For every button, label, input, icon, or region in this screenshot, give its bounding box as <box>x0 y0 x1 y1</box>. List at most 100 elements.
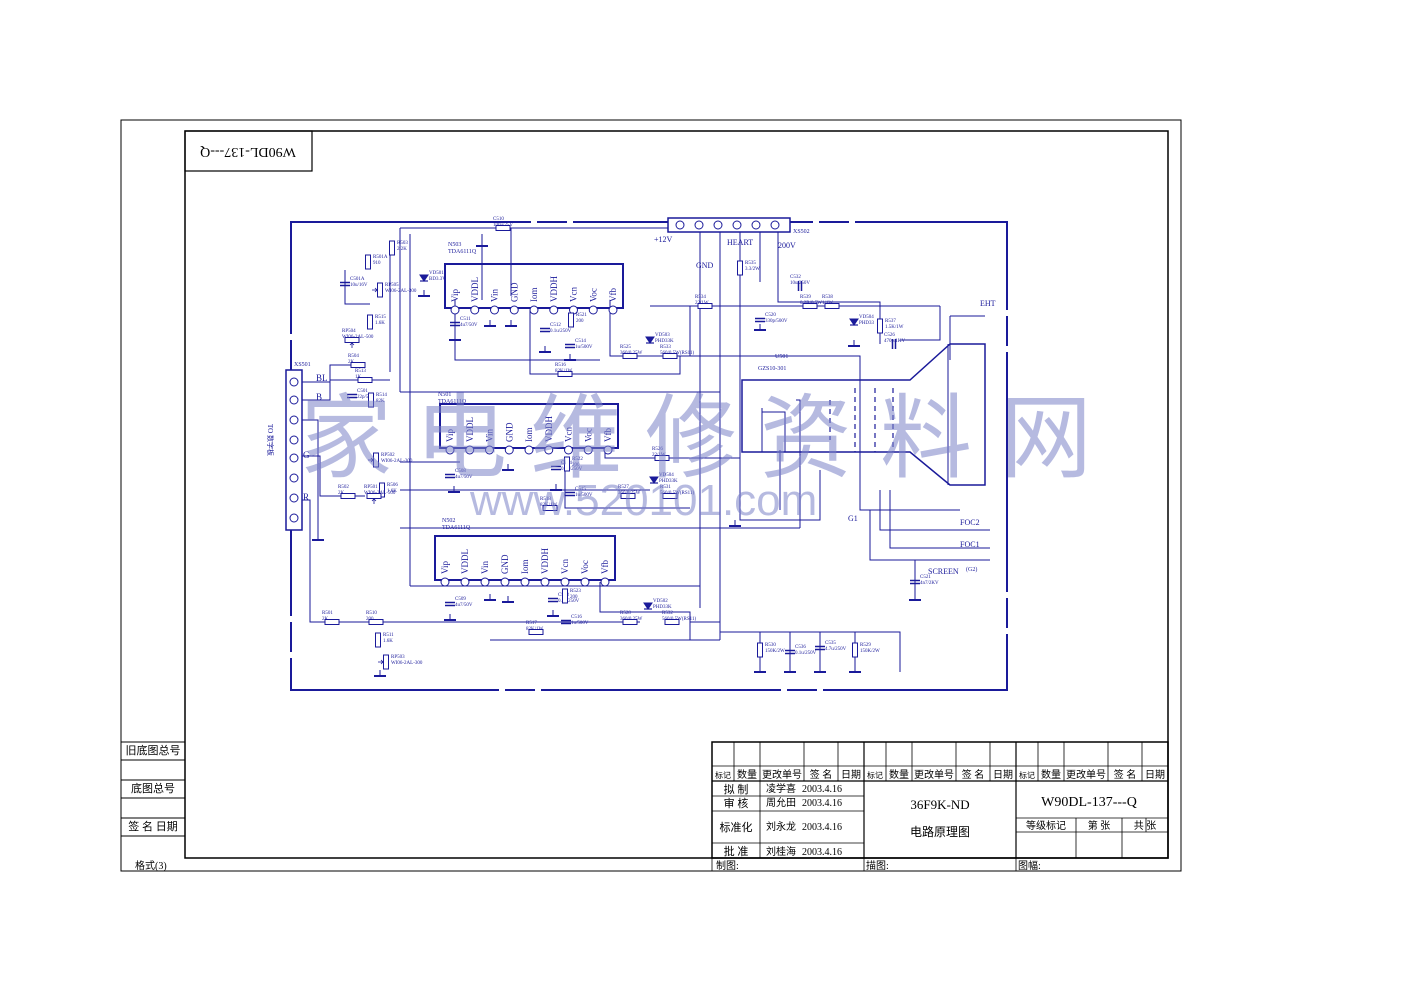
crt-screen: SCREEN <box>928 567 959 576</box>
component-value: PHD33K <box>653 605 672 610</box>
date-standard: 2003.4.16 <box>802 822 842 833</box>
component-ref: RP503 <box>391 655 405 660</box>
component-value: WI06-2AL-300 <box>385 289 417 294</box>
component-value: 1u/500V <box>571 621 589 626</box>
ground-symbols <box>312 240 921 677</box>
resistor <box>495 225 511 231</box>
title-block-header: 数量 <box>889 768 909 781</box>
component-value: 4u7/50V <box>455 475 473 480</box>
component-value: 4u7/50V <box>460 323 478 328</box>
ic-pin <box>485 445 494 455</box>
date-approve: 2003.4.16 <box>802 847 842 858</box>
resistor <box>662 493 678 499</box>
component-ref: C536 <box>795 645 806 650</box>
title-block-header: 数量 <box>1041 768 1061 781</box>
watermark-char-6: 料 <box>880 385 972 492</box>
component-ref: R511 <box>383 633 394 638</box>
component-value: 330p/500V <box>765 319 788 324</box>
ic-pin <box>500 577 510 587</box>
resistor <box>562 588 568 604</box>
resistor <box>368 392 374 408</box>
title-block-header: 更改单号 <box>914 768 954 781</box>
connector-xs501 <box>285 369 303 531</box>
wiring <box>302 227 990 672</box>
old-total-label: 旧底图总号 <box>126 743 181 757</box>
component-value: 0.1u/250V <box>561 467 583 472</box>
component-ref: RP502 <box>381 453 395 458</box>
component-ref: R535 <box>745 261 756 266</box>
resistor <box>568 312 574 328</box>
component-ref: C521 <box>920 575 931 580</box>
crt-foc2: FOC2 <box>960 518 980 527</box>
component-value: 150K/2W <box>765 649 785 654</box>
component-value: 10u/250V <box>790 281 810 286</box>
ic-pin <box>580 577 590 587</box>
component-value: 2.2K <box>397 247 407 252</box>
potentiometer-wiper <box>371 498 377 504</box>
title-block-header: 更改单号 <box>1066 768 1106 781</box>
crt-g1: G1 <box>848 514 858 523</box>
component-value: 200 <box>366 617 374 622</box>
component-value: 1.6K <box>387 489 397 494</box>
component-ref: C501 <box>357 389 368 394</box>
xs501-label: TO 数字板 <box>266 424 275 456</box>
ic-pin <box>460 577 470 587</box>
ic-pin <box>470 305 480 315</box>
potentiometer-wiper <box>372 287 378 293</box>
component-value: 2K <box>348 360 355 365</box>
name-standard: 刘永龙 <box>766 820 796 833</box>
title-block-header: 更改单号 <box>762 768 802 781</box>
name-approve: 刘桂海 <box>766 845 796 858</box>
ic-pin-label: Voc <box>588 288 598 302</box>
date-draft: 2003.4.16 <box>802 784 842 795</box>
watermark-char-7: 网 <box>1000 385 1092 492</box>
resistor <box>620 493 636 499</box>
component-ref: R539 <box>800 295 811 300</box>
ic-pin <box>544 445 554 455</box>
component-ref: C501A <box>350 277 365 282</box>
component-value: 1u/500V <box>575 345 593 350</box>
ic-pin-label: Vip <box>445 429 455 442</box>
ic-pin-label: GND <box>509 282 519 302</box>
grade-label: 等级标记 <box>1026 819 1066 832</box>
role-approve: 批 准 <box>724 844 749 858</box>
component-value: WI06-2AL-300 <box>381 459 413 464</box>
traced-by: 描图: <box>866 859 889 872</box>
label-bl: BL <box>316 373 328 383</box>
ic-pin-label: Voc <box>580 560 590 574</box>
ic-pin <box>450 305 460 315</box>
title-block-header: 签 名 <box>962 768 985 781</box>
outer-frame <box>120 119 1182 872</box>
label-heart: HEART <box>727 238 753 247</box>
resistor <box>824 303 840 309</box>
component-value: 2K <box>322 617 329 622</box>
resistor <box>737 260 743 276</box>
component-ref: C514 <box>575 339 586 344</box>
component-ref: R532 <box>662 611 673 616</box>
component-value: 1/1W <box>822 301 833 306</box>
component-group: C510100u/25VR5032.2KVD501BD3.3VR501A910C… <box>322 217 939 670</box>
resistor <box>697 303 713 309</box>
ic-pin-label: Vcn <box>564 427 574 442</box>
ic-pin-label: GND <box>504 422 514 442</box>
